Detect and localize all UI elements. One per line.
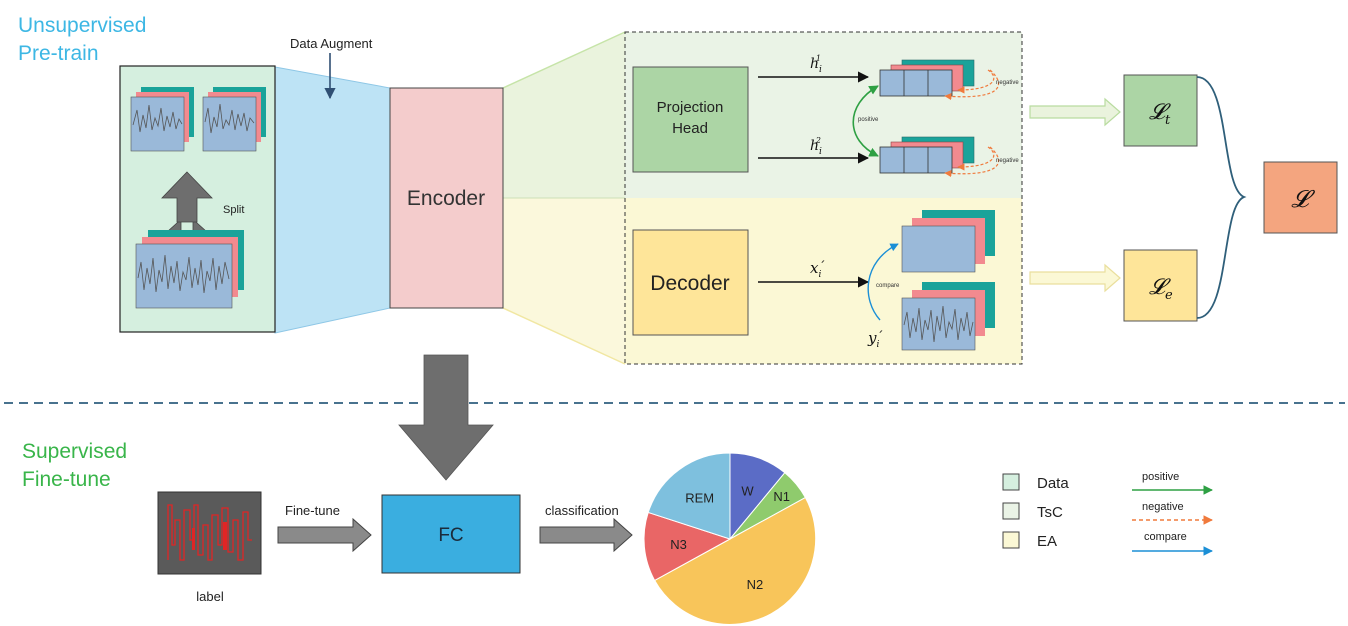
pie-label-w: W	[741, 484, 754, 499]
x-prime-label: xi′	[810, 259, 825, 280]
pie-slice-rem	[647, 452, 731, 540]
pie-slice-n3	[643, 511, 732, 582]
pie-label-n2: N2	[747, 577, 764, 592]
loss-tsc-box	[1123, 74, 1198, 147]
negative-arc-top-1	[957, 69, 995, 94]
embedding-stack-bottom	[879, 136, 975, 174]
legend-swatch-data	[1002, 473, 1020, 491]
raw-signal-stack	[135, 230, 244, 309]
encoder-funnel-lower	[503, 198, 625, 364]
projection-head-label-line2: Head	[672, 120, 708, 137]
original-signal-stack	[901, 282, 995, 351]
finetune-label-line2: Fine-tune	[22, 468, 111, 491]
pretrain-label-line1: Unsupervised	[18, 14, 146, 37]
transfer-arrow	[398, 354, 494, 481]
legend-label-ea: EA	[1037, 533, 1057, 550]
negative-arc-top-2	[944, 69, 1000, 101]
embedding-stack-top	[879, 59, 975, 97]
finetune-arrow-label: Fine-tune	[285, 503, 340, 518]
legend-swatch-tsc	[1002, 502, 1020, 520]
pie-label-n1: N1	[773, 489, 790, 504]
classification-label: classification	[545, 503, 619, 518]
compare-arc	[867, 243, 899, 321]
h2-label: hi2	[810, 136, 822, 157]
fc-block	[381, 494, 521, 574]
encoder-block	[389, 87, 504, 309]
encoder-label: Encoder	[407, 187, 485, 210]
negative-label-bottom: negative	[996, 158, 1019, 164]
augment-funnel	[274, 66, 391, 334]
split-label: Split	[223, 204, 244, 216]
positive-arc	[852, 85, 879, 157]
negative-arc-bottom-2	[944, 146, 1000, 178]
negative-arc-bottom-1	[957, 146, 995, 171]
finetune-arrow	[277, 517, 372, 553]
legend-label-compare: compare	[1144, 531, 1187, 543]
legend: Data TsC EA positive negative compare	[1002, 471, 1213, 556]
pie-label-n3: N3	[670, 537, 687, 552]
pretrain-label-line2: Pre-train	[18, 42, 99, 65]
pie-slice-n2	[653, 496, 817, 625]
legend-label-data: Data	[1037, 475, 1069, 492]
classification-arrow	[539, 517, 633, 553]
finetune-label-line1: Supervised	[22, 440, 127, 463]
y-prime-label: yi′	[867, 329, 883, 350]
positive-label: positive	[858, 117, 879, 123]
projection-head-block	[632, 66, 749, 173]
legend-label-negative: negative	[1142, 501, 1184, 513]
h1-label: hi1	[810, 54, 822, 75]
loss-combine-brace	[1196, 76, 1247, 319]
pie-label-rem: REM	[685, 490, 714, 505]
reconstruction-stack	[901, 210, 995, 273]
modules-panel-border	[624, 31, 1023, 365]
legend-label-positive: positive	[1142, 471, 1179, 483]
decoder-label: Decoder	[650, 272, 729, 295]
legend-swatch-ea	[1002, 531, 1020, 549]
loss-ea-box	[1123, 249, 1198, 322]
label-caption: label	[196, 589, 224, 604]
data-augment-label: Data Augment	[290, 36, 373, 51]
decoder-block	[632, 229, 749, 336]
negative-label-top: negative	[996, 80, 1019, 86]
signal-segment-stack-2	[202, 87, 266, 152]
label-hypnogram	[157, 491, 262, 575]
fc-label: FC	[438, 525, 463, 546]
total-loss-box	[1263, 161, 1338, 234]
compare-label: compare	[876, 283, 900, 289]
signal-segment-stack-1	[130, 87, 194, 152]
tsc-to-loss-arrow	[1029, 97, 1121, 127]
legend-label-tsc: TsC	[1037, 504, 1063, 521]
projection-head-label-line1: Projection	[657, 99, 724, 116]
ea-to-loss-arrow	[1029, 263, 1121, 293]
